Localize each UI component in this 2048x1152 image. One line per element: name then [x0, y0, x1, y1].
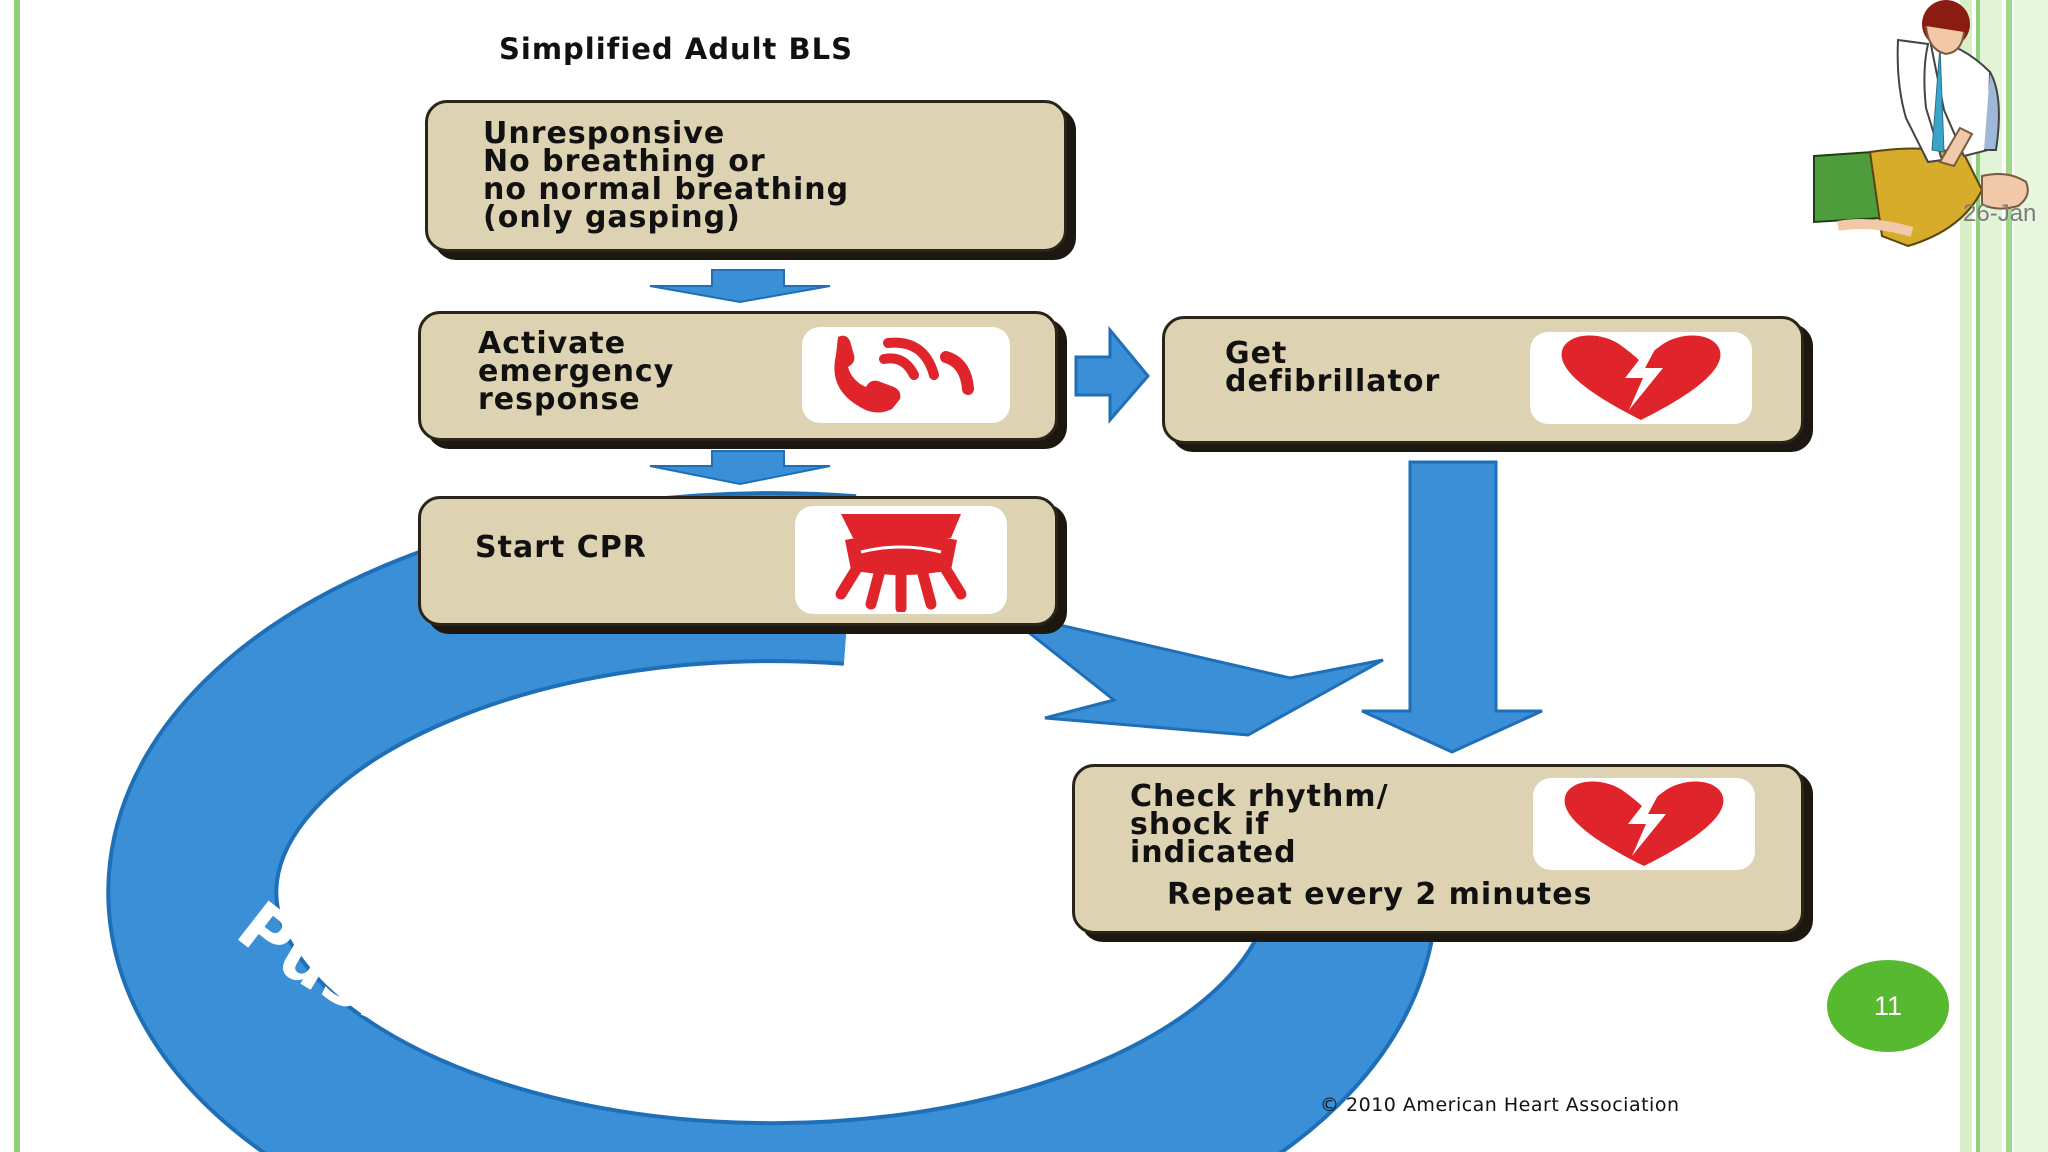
arrow-down-long: [1361, 460, 1543, 754]
step-activate-text: Activate emergency response: [478, 326, 675, 417]
defibrillator-heart-icon-2: [1533, 778, 1755, 870]
left-border-stripe: [14, 0, 20, 1152]
right-border-stripe-1: [1960, 0, 1972, 1152]
cpr-clipart: [1813, 0, 2029, 248]
ring-arrowhead: [1002, 610, 1384, 737]
copyright-text: © 2010 American Heart Association: [1320, 1094, 1680, 1116]
step-repeat-text: Repeat every 2 minutes: [1167, 877, 1593, 912]
right-border-stripe-5: [2006, 0, 2012, 1152]
step-check-rhythm-text: Check rhythm/ shock if indicated: [1130, 779, 1389, 870]
arrow-down-2: [649, 450, 831, 486]
slide-date: 26-Jan: [1963, 200, 2037, 227]
arrow-right: [1074, 325, 1150, 425]
step-unresponsive-box: [425, 100, 1067, 252]
phone-icon: [802, 327, 1010, 423]
step-start-cpr-text: Start CPR: [475, 530, 647, 565]
arrow-down-1: [649, 269, 831, 304]
defibrillator-heart-icon: [1530, 332, 1752, 424]
step-defibrillator-text: Get defibrillator: [1225, 336, 1441, 399]
cpr-hands-icon: [795, 506, 1007, 614]
step-unresponsive-text: Unresponsive No breathing or no normal b…: [483, 116, 850, 235]
page-number-badge: 11: [1827, 960, 1949, 1052]
diagram-title: Simplified Adult BLS: [499, 32, 853, 66]
right-border-stripe-2: [1976, 0, 1980, 1152]
right-border-stripe-3: [1980, 0, 2002, 1152]
